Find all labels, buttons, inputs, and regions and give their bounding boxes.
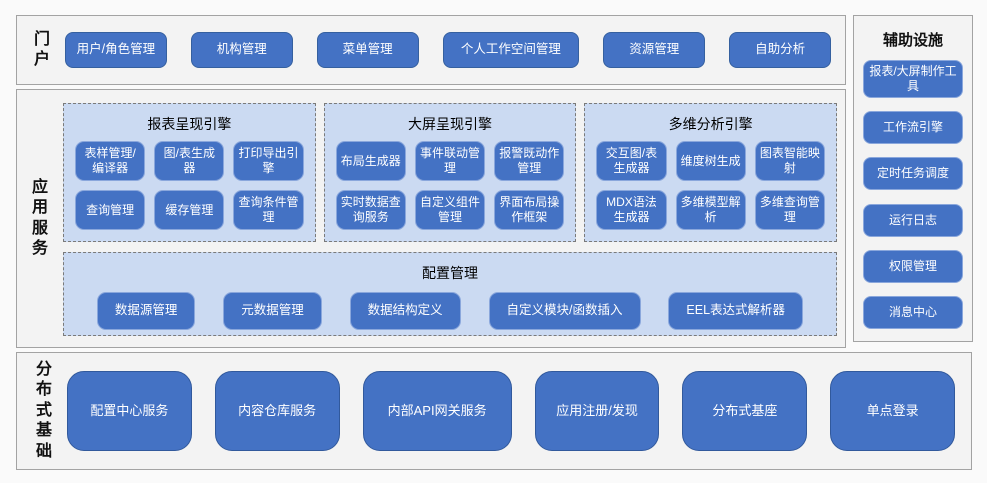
app-services-section-label: 应用服务: [31, 178, 48, 257]
engine-block: 图/表生成器: [154, 141, 225, 181]
olap-engine-panel: 多维分析引擎 交互图/表生成器 维度树生成 图表智能映射 MDX语法生成器 多维…: [584, 103, 838, 242]
distributed-base-label: 分布式基础: [35, 360, 52, 460]
engine-block: 布局生成器: [335, 141, 406, 181]
config-block: 数据源管理: [96, 292, 196, 330]
portal-block: 机构管理: [190, 32, 293, 68]
portal-row: 用户/角色管理 机构管理 菜单管理 个人工作空间管理 资源管理 自助分析: [65, 32, 831, 68]
engine-block: 查询管理: [75, 190, 146, 230]
engine-block: 自定义组件管理: [414, 190, 486, 230]
portal-block: 个人工作空间管理: [442, 32, 580, 68]
engine-block: 图表智能映射: [754, 141, 826, 181]
panel-title: 配置管理: [422, 265, 478, 281]
engine-block: 维度树生成: [675, 141, 746, 181]
engine-block: 交互图/表生成器: [596, 141, 667, 181]
panel-grid: 布局生成器 事件联动管理 报警既动作管理 实时数据查询服务 自定义组件管理 界面…: [335, 141, 565, 230]
auxiliary-section-label: 辅助设施: [882, 32, 943, 49]
panel-title: 大屏呈现引擎: [408, 116, 492, 132]
portal-block: 资源管理: [603, 32, 706, 68]
engine-block: 缓存管理: [154, 190, 225, 230]
distributed-block: 配置中心服务: [67, 371, 192, 451]
engine-block: 报警既动作管理: [494, 141, 565, 181]
panel-title: 报表呈现引擎: [147, 116, 232, 132]
app-services-section: 应用服务 报表呈现引擎 表样管理/编译器 图/表生成器 打印导出引擎 查询管理 …: [16, 89, 846, 348]
distributed-block: 内部API网关服务: [362, 371, 512, 451]
portal-block: 用户/角色管理: [65, 32, 167, 68]
config-block: EEL表达式解析器: [668, 292, 804, 330]
distributed-base-section: 分布式基础 配置中心服务 内容仓库服务 内部API网关服务 应用注册/发现 分布…: [16, 352, 972, 470]
engine-block: 多维模型解析: [675, 190, 746, 230]
panel-grid: 表样管理/编译器 图/表生成器 打印导出引擎 查询管理 缓存管理 查询条件管理: [75, 141, 304, 230]
engine-block: 多维查询管理: [754, 190, 826, 230]
auxiliary-section: 辅助设施 报表/大屏制作工具 工作流引擎 定时任务调度 运行日志 权限管理 消息…: [853, 15, 973, 342]
distributed-block: 应用注册/发现: [534, 371, 660, 451]
distributed-block: 内容仓库服务: [214, 371, 340, 451]
auxiliary-block: 运行日志: [863, 203, 963, 237]
config-row: 数据源管理 元数据管理 数据结构定义 自定义模块/函数插入 EEL表达式解析器: [75, 290, 825, 330]
config-block: 自定义模块/函数插入: [488, 292, 641, 330]
engine-block: 事件联动管理: [414, 141, 486, 181]
auxiliary-block: 报表/大屏制作工具: [863, 60, 963, 98]
app-services-content: 报表呈现引擎 表样管理/编译器 图/表生成器 打印导出引擎 查询管理 缓存管理 …: [63, 90, 839, 347]
engine-block: 表样管理/编译器: [75, 141, 146, 181]
panel-title: 多维分析引擎: [668, 116, 753, 132]
config-block: 元数据管理: [223, 292, 322, 330]
report-engine-panel: 报表呈现引擎 表样管理/编译器 图/表生成器 打印导出引擎 查询管理 缓存管理 …: [63, 103, 316, 242]
distributed-block: 单点登录: [830, 371, 955, 451]
auxiliary-block: 工作流引擎: [863, 111, 963, 145]
engine-block: 查询条件管理: [233, 190, 304, 230]
distributed-block: 分布式基座: [682, 371, 808, 451]
distributed-row: 配置中心服务 内容仓库服务 内部API网关服务 应用注册/发现 分布式基座 单点…: [67, 371, 955, 451]
portal-section: 门户 用户/角色管理 机构管理 菜单管理 个人工作空间管理 资源管理 自助分析: [16, 15, 846, 85]
portal-block: 菜单管理: [316, 32, 419, 68]
engine-panels-row: 报表呈现引擎 表样管理/编译器 图/表生成器 打印导出引擎 查询管理 缓存管理 …: [63, 103, 838, 242]
portal-section-label: 门户: [33, 30, 50, 68]
bigscreen-engine-panel: 大屏呈现引擎 布局生成器 事件联动管理 报警既动作管理 实时数据查询服务 自定义…: [323, 103, 577, 242]
panel-grid: 交互图/表生成器 维度树生成 图表智能映射 MDX语法生成器 多维模型解析 多维…: [596, 141, 826, 230]
engine-block: 打印导出引擎: [233, 141, 304, 181]
auxiliary-block: 权限管理: [863, 249, 963, 283]
engine-block: 界面布局操作框架: [494, 190, 565, 230]
config-management-panel: 配置管理 数据源管理 元数据管理 数据结构定义 自定义模块/函数插入 EEL表达…: [63, 252, 837, 336]
portal-block: 自助分析: [729, 32, 831, 68]
config-block: 数据结构定义: [349, 292, 461, 330]
engine-block: 实时数据查询服务: [335, 190, 406, 230]
auxiliary-block: 消息中心: [863, 295, 963, 329]
auxiliary-column: 报表/大屏制作工具 工作流引擎 定时任务调度 运行日志 权限管理 消息中心: [863, 60, 963, 329]
engine-block: MDX语法生成器: [596, 190, 667, 230]
auxiliary-block: 定时任务调度: [863, 157, 963, 191]
